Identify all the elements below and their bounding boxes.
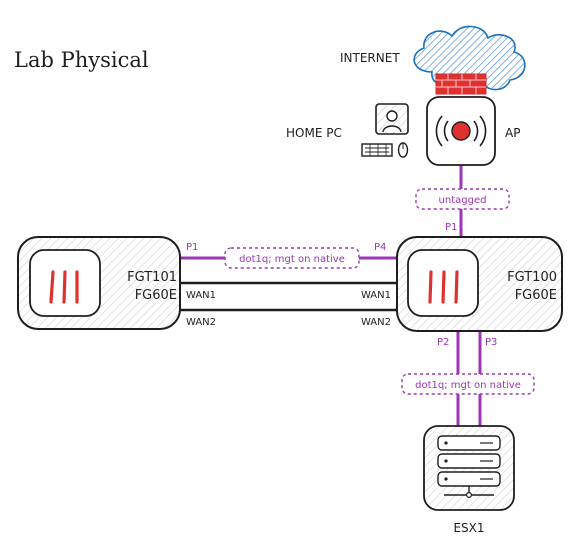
fgt100-port-p3-label: P3: [485, 337, 497, 348]
fgt100-name: FGT100: [507, 270, 557, 285]
fgt100-port-p4-label: P4: [374, 242, 386, 253]
fgt100-port-p1-label: P1: [445, 222, 457, 233]
internet-label: INTERNET: [340, 51, 400, 65]
trunk-esx-tag-text: dot1q; mgt on native: [415, 380, 521, 391]
untagged-tag-text: untagged: [439, 195, 487, 206]
fgt101-port-p1-label: P1: [186, 242, 198, 253]
fgt101-name: FGT101: [127, 270, 177, 285]
firewall-brick-icon: [435, 73, 487, 95]
diagram-title: Lab Physical: [14, 48, 149, 72]
fgt100-wan1-label: WAN1: [361, 290, 391, 301]
fgt101-wan2-label: WAN2: [186, 317, 216, 328]
trunk-fgt-tag-text: dot1q; mgt on native: [239, 254, 345, 265]
desktop-user-icon: [361, 103, 409, 158]
ap-label: AP: [505, 126, 520, 140]
fgt101-model: FG60E: [135, 288, 177, 303]
fortigate-icon: [407, 249, 479, 317]
fgt100-node: FGT100 FG60E: [396, 236, 563, 332]
server-rack-icon: [437, 435, 501, 499]
fgt101-node: FGT101 FG60E: [17, 236, 181, 330]
home-pc-label: HOME PC: [286, 126, 342, 140]
link-tag-trunk-fgt: dot1q; mgt on native: [224, 247, 360, 269]
fgt100-model: FG60E: [515, 288, 557, 303]
esx1-node: ESX1: [423, 425, 515, 535]
esx1-label: ESX1: [453, 521, 484, 535]
ap-node: AP: [426, 96, 520, 166]
wireless-access-point-icon: [435, 115, 487, 147]
fgt100-port-p2-label: P2: [437, 337, 449, 348]
home-pc-node: HOME PC: [286, 103, 409, 158]
internet-node: INTERNET: [340, 25, 526, 95]
link-tag-trunk-esx: dot1q; mgt on native: [401, 373, 535, 395]
fortigate-icon: [29, 249, 101, 317]
fgt101-wan1-label: WAN1: [186, 290, 216, 301]
link-tag-untagged: untagged: [415, 188, 510, 210]
fgt100-wan2-label: WAN2: [361, 317, 391, 328]
